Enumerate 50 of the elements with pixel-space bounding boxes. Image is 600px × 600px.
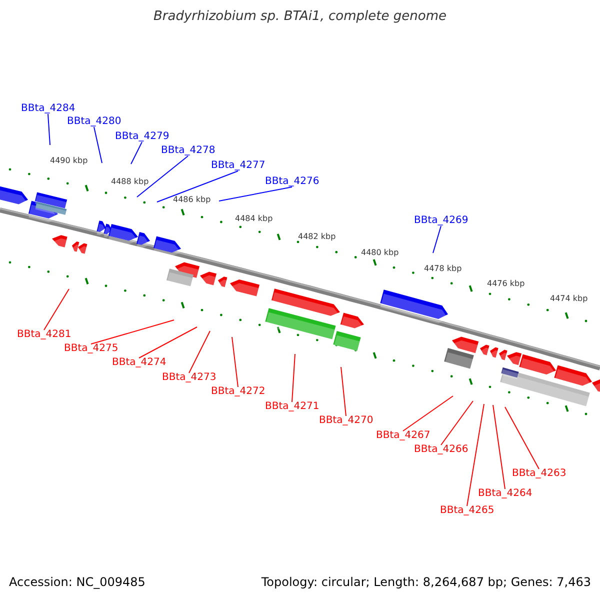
leader-line: [504, 406, 540, 470]
leader-line: [90, 320, 174, 344]
scale-label: 4474 kbp: [550, 295, 588, 303]
leader-line: [44, 288, 70, 330]
scale-label: 4484 kbp: [235, 215, 273, 223]
gene-label: BBta_4279: [115, 132, 170, 142]
leader-line: [466, 404, 484, 506]
gene-label: BBta_4264: [478, 489, 532, 499]
leader-line: [136, 156, 188, 198]
gene-label: BBta_4277: [211, 161, 266, 171]
leader-line: [440, 400, 474, 446]
gene-label: BBta_4275: [64, 344, 118, 354]
gene-label: BBta_4266: [414, 445, 468, 455]
gene-label: BBta_4267: [376, 431, 430, 441]
leader-line: [188, 330, 210, 374]
leader-line: [232, 336, 238, 388]
gene-label: BBta_4278: [161, 146, 216, 156]
leader-line: [432, 226, 442, 254]
footer-text: Topology: circular; Length: 8,264,687 bp; Genes: 7,463: [261, 576, 591, 588]
leader-line: [402, 396, 454, 432]
gene-label: BBta_4269: [414, 216, 468, 226]
leader-line: [292, 354, 296, 402]
gene-label: BBta_4270: [319, 416, 374, 426]
scale-label: 4480 kbp: [361, 249, 399, 257]
gene-label: BBta_4280: [67, 117, 122, 127]
scale-label: 4486 kbp: [173, 196, 211, 204]
scale-label: 4490 kbp: [50, 157, 88, 165]
gene-label: BBta_4265: [440, 506, 494, 516]
scale-label: 4488 kbp: [111, 178, 149, 186]
scale-label: 4482 kbp: [298, 233, 336, 241]
gene-label: BBta_4281: [17, 330, 72, 340]
gene-label: BBta_4263: [512, 469, 566, 479]
leader-line: [138, 326, 198, 358]
scale-label: 4478 kbp: [424, 265, 462, 273]
footer-text: Accession: NC_009485: [9, 576, 146, 588]
gene-label: BBta_4284: [21, 104, 76, 114]
leader-line: [218, 186, 292, 202]
leader-line: [492, 404, 506, 490]
leader-line: [94, 126, 102, 164]
gene-label: BBta_4271: [265, 402, 320, 412]
gene-label: BBta_4273: [162, 373, 216, 383]
chart-title: Bradyrhizobium sp. BTAi1, complete genome: [152, 10, 448, 23]
leader-line: [48, 114, 50, 146]
scale-label: 4476 kbp: [487, 280, 525, 288]
gene-label: BBta_4274: [112, 358, 166, 368]
gene-label: BBta_4272: [211, 387, 266, 397]
leader-line: [156, 170, 238, 202]
leader-line: [130, 142, 142, 164]
leader-line: [340, 366, 346, 416]
gene-label: BBta_4276: [265, 177, 320, 187]
